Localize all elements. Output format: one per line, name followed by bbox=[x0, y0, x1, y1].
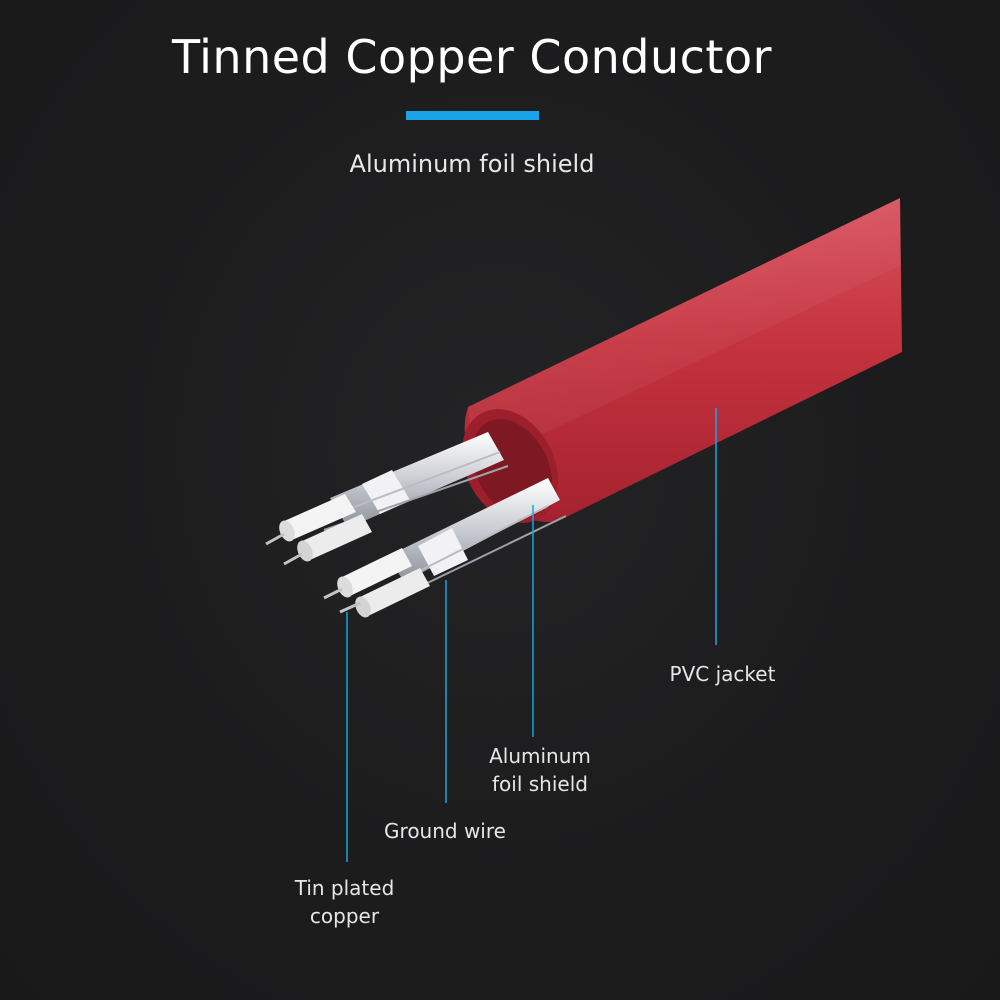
label-aluminum-foil-shield: Aluminum foil shield bbox=[470, 742, 610, 798]
label-ground-wire: Ground wire bbox=[370, 817, 520, 845]
lower-conductor-pair bbox=[323, 478, 567, 618]
title-accent-bar bbox=[406, 111, 539, 120]
page-subtitle: Aluminum foil shield bbox=[349, 150, 595, 178]
label-ground-wire-text: Ground wire bbox=[384, 819, 506, 843]
label-tin-plated-copper-line-2: copper bbox=[309, 904, 380, 928]
pvc-jacket bbox=[462, 198, 902, 523]
page-title: Tinned Copper Conductor bbox=[171, 30, 773, 84]
lower-insulated-core-1 bbox=[323, 548, 412, 600]
lower-insulated-core-2 bbox=[339, 568, 430, 618]
upper-conductor-pair bbox=[265, 432, 509, 566]
label-aluminum-foil-shield-line-1: Aluminum bbox=[489, 744, 591, 768]
label-tin-plated-copper: Tin plated copper bbox=[272, 874, 417, 930]
upper-insulated-core-2 bbox=[283, 514, 372, 566]
label-tin-plated-copper-line-1: Tin plated bbox=[294, 876, 395, 900]
label-aluminum-foil-shield-line-2: foil shield bbox=[492, 772, 588, 796]
label-pvc-jacket-text: PVC jacket bbox=[669, 662, 776, 686]
upper-insulated-core-1 bbox=[265, 494, 356, 546]
label-pvc-jacket: PVC jacket bbox=[650, 660, 795, 688]
